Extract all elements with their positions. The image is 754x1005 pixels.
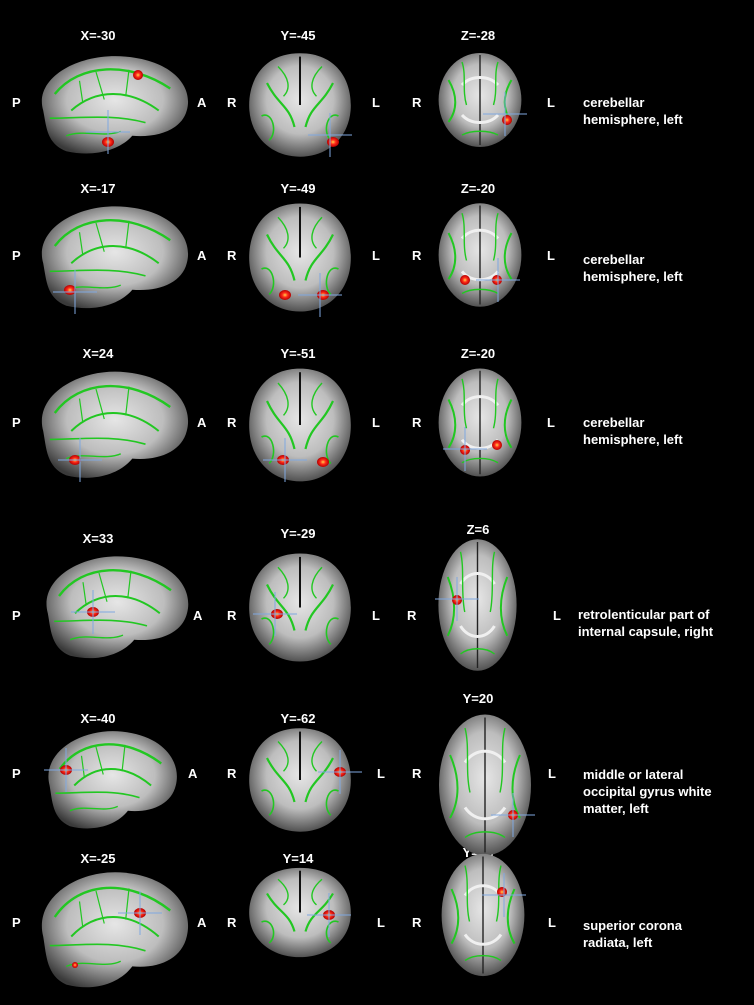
orient-right-axial: R bbox=[412, 766, 422, 781]
orient-right-axial: R bbox=[412, 95, 422, 110]
orient-left: L bbox=[372, 95, 380, 110]
orient-left: L bbox=[377, 915, 385, 930]
orient-anterior: A bbox=[197, 95, 207, 110]
orient-right-axial: R bbox=[412, 415, 422, 430]
axial-coord: Z=-28 bbox=[460, 28, 496, 43]
coronal-coord: Y=-29 bbox=[280, 526, 316, 541]
r5-sagittal-slice bbox=[41, 872, 189, 988]
row-1: X=-30 Y=-45 Z=-28 P A R L R L cerebellar… bbox=[0, 0, 754, 160]
r1-axial-slice bbox=[438, 203, 522, 307]
orient-left: L bbox=[377, 766, 385, 781]
orient-anterior: A bbox=[193, 608, 203, 623]
coronal-coord: Y=14 bbox=[282, 851, 314, 866]
region-label: cerebellar hemisphere, left bbox=[583, 252, 683, 284]
orient-left-axial: L bbox=[548, 915, 556, 930]
orient-right: R bbox=[227, 608, 237, 623]
r2-coronal-slice bbox=[249, 368, 351, 482]
orient-left-axial: L bbox=[553, 608, 561, 623]
orient-left: L bbox=[372, 608, 380, 623]
activation-cluster bbox=[72, 962, 78, 968]
orient-right-axial: R bbox=[407, 608, 417, 623]
axial-coord: Y=20 bbox=[462, 691, 494, 706]
region-label: retrolenticular part of internal capsule… bbox=[578, 607, 714, 639]
r2-sagittal-slice bbox=[41, 371, 189, 482]
sagittal-coord: X=24 bbox=[82, 346, 114, 361]
r0-axial-slice bbox=[438, 53, 527, 147]
region-label: middle or lateral occipital gyrus white … bbox=[583, 767, 712, 816]
axial-coord: Z=6 bbox=[466, 522, 490, 537]
orient-left-axial: L bbox=[547, 248, 555, 263]
activation-cluster bbox=[64, 285, 76, 295]
row-3: X=24 Y=-51 Z=-20 P A R L R L cerebellar … bbox=[0, 0, 754, 500]
orient-right: R bbox=[227, 248, 237, 263]
r3-axial-slice bbox=[435, 539, 517, 671]
orient-posterior: P bbox=[12, 608, 21, 623]
sagittal-coord: X=-17 bbox=[80, 181, 116, 196]
orient-right: R bbox=[227, 415, 237, 430]
r2-axial-slice bbox=[438, 368, 522, 477]
activation-cluster bbox=[327, 137, 339, 147]
orient-right: R bbox=[227, 95, 237, 110]
orient-anterior: A bbox=[197, 248, 207, 263]
coronal-coord: Y=-51 bbox=[280, 346, 316, 361]
r5-coronal-slice bbox=[249, 867, 351, 958]
activation-cluster bbox=[317, 457, 329, 467]
r3-coronal-slice bbox=[249, 553, 351, 662]
r4-coronal-slice bbox=[249, 728, 362, 832]
region-label: cerebellar hemisphere, left bbox=[583, 95, 683, 127]
orient-right-axial: R bbox=[412, 248, 422, 263]
orient-left-axial: L bbox=[548, 766, 556, 781]
r3-sagittal-slice bbox=[46, 556, 189, 659]
orient-anterior: A bbox=[188, 766, 198, 781]
r0-coronal-slice bbox=[249, 53, 352, 157]
orient-left: L bbox=[372, 248, 380, 263]
r1-coronal-slice bbox=[249, 203, 351, 317]
r1-sagittal-slice bbox=[41, 206, 189, 314]
coronal-coord: Y=-62 bbox=[280, 711, 316, 726]
axial-coord: Z=-20 bbox=[460, 346, 496, 361]
r5-axial-slice bbox=[441, 853, 526, 977]
orient-left: L bbox=[372, 415, 380, 430]
orient-right-axial: R bbox=[412, 915, 422, 930]
orient-anterior: A bbox=[197, 915, 207, 930]
region-label: superior corona radiata, left bbox=[583, 918, 682, 950]
orient-anterior: A bbox=[197, 415, 207, 430]
sagittal-coord: X=-30 bbox=[80, 28, 116, 43]
orient-right: R bbox=[227, 766, 237, 781]
orient-right: R bbox=[227, 915, 237, 930]
row-5: X=-40 Y=-62 Y=20 P A R L R L middle or l… bbox=[12, 691, 712, 816]
row-2: X=-17 Y=-49 Z=-20 P A R L R L cerebellar… bbox=[0, 0, 754, 330]
orient-posterior: P bbox=[12, 915, 21, 930]
activation-cluster bbox=[492, 440, 502, 450]
sagittal-coord: X=33 bbox=[82, 531, 114, 546]
orient-left-axial: L bbox=[547, 95, 555, 110]
orient-posterior: P bbox=[12, 415, 21, 430]
coronal-coord: Y=-45 bbox=[280, 28, 316, 43]
coronal-coord: Y=-49 bbox=[280, 181, 316, 196]
activation-cluster bbox=[279, 290, 291, 300]
orient-posterior: P bbox=[12, 248, 21, 263]
r4-axial-slice bbox=[439, 714, 535, 856]
region-label: cerebellar hemisphere, left bbox=[583, 415, 683, 447]
orient-posterior: P bbox=[12, 766, 21, 781]
sagittal-coord: X=-25 bbox=[80, 851, 116, 866]
sagittal-coord: X=-40 bbox=[80, 711, 116, 726]
axial-coord: Z=-20 bbox=[460, 181, 496, 196]
activation-cluster bbox=[502, 115, 512, 125]
row-4: X=33 Y=-29 Z=6 P A R L R L retrolenticul… bbox=[12, 522, 714, 639]
activation-cluster bbox=[133, 70, 143, 80]
orient-left-axial: L bbox=[547, 415, 555, 430]
r4-sagittal-slice bbox=[44, 731, 177, 829]
orient-posterior: P bbox=[12, 95, 21, 110]
activation-cluster bbox=[460, 275, 470, 285]
r0-sagittal-slice bbox=[41, 56, 189, 154]
